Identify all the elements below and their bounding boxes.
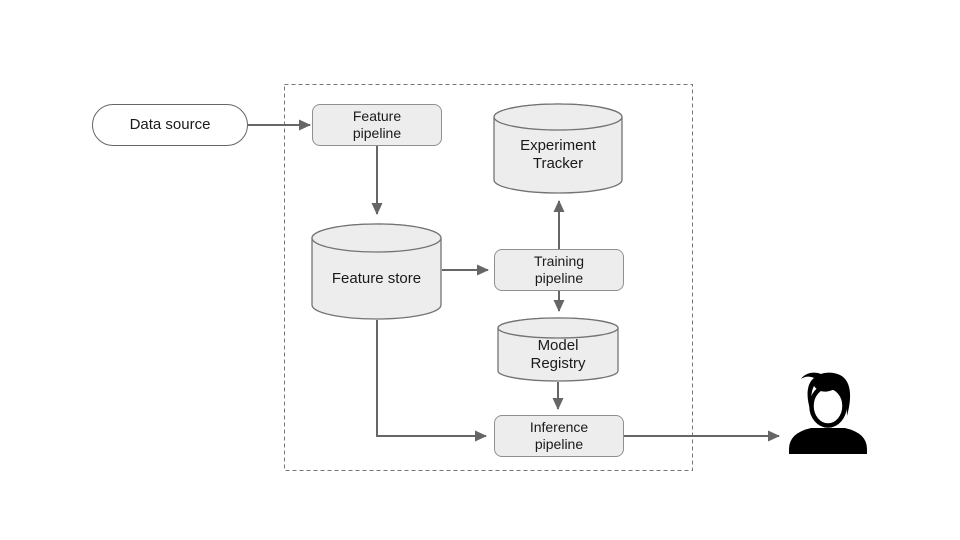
- cylinder-shape: [497, 317, 619, 382]
- node-model-registry-label: Model Registry: [530, 336, 586, 372]
- node-feature-store-label: Feature store: [331, 269, 422, 287]
- person-icon: [789, 372, 867, 454]
- node-feature-pipeline[interactable]: Feature pipeline: [312, 104, 442, 146]
- node-experiment-tracker[interactable]: Experiment Tracker: [493, 103, 623, 194]
- node-feature-pipeline-label: Feature pipeline: [352, 107, 402, 141]
- node-inference-pipeline[interactable]: Inference pipeline: [494, 415, 624, 457]
- node-inference-pipeline-label: Inference pipeline: [529, 418, 589, 452]
- node-model-registry[interactable]: Model Registry: [497, 317, 619, 382]
- user-node[interactable]: [786, 370, 870, 454]
- node-experiment-tracker-label: Experiment Tracker: [520, 136, 596, 172]
- node-training-pipeline[interactable]: Training pipeline: [494, 249, 624, 291]
- node-training-pipeline-label: Training pipeline: [533, 252, 585, 286]
- cylinder-shape: [311, 223, 442, 320]
- edge-feature-store-to-inference-pipeline: [376, 320, 487, 442]
- node-data-source[interactable]: Data source: [92, 104, 248, 146]
- node-data-source-label: Data source: [129, 115, 211, 133]
- cylinder-shape: [493, 103, 623, 194]
- node-feature-store[interactable]: Feature store: [311, 223, 442, 320]
